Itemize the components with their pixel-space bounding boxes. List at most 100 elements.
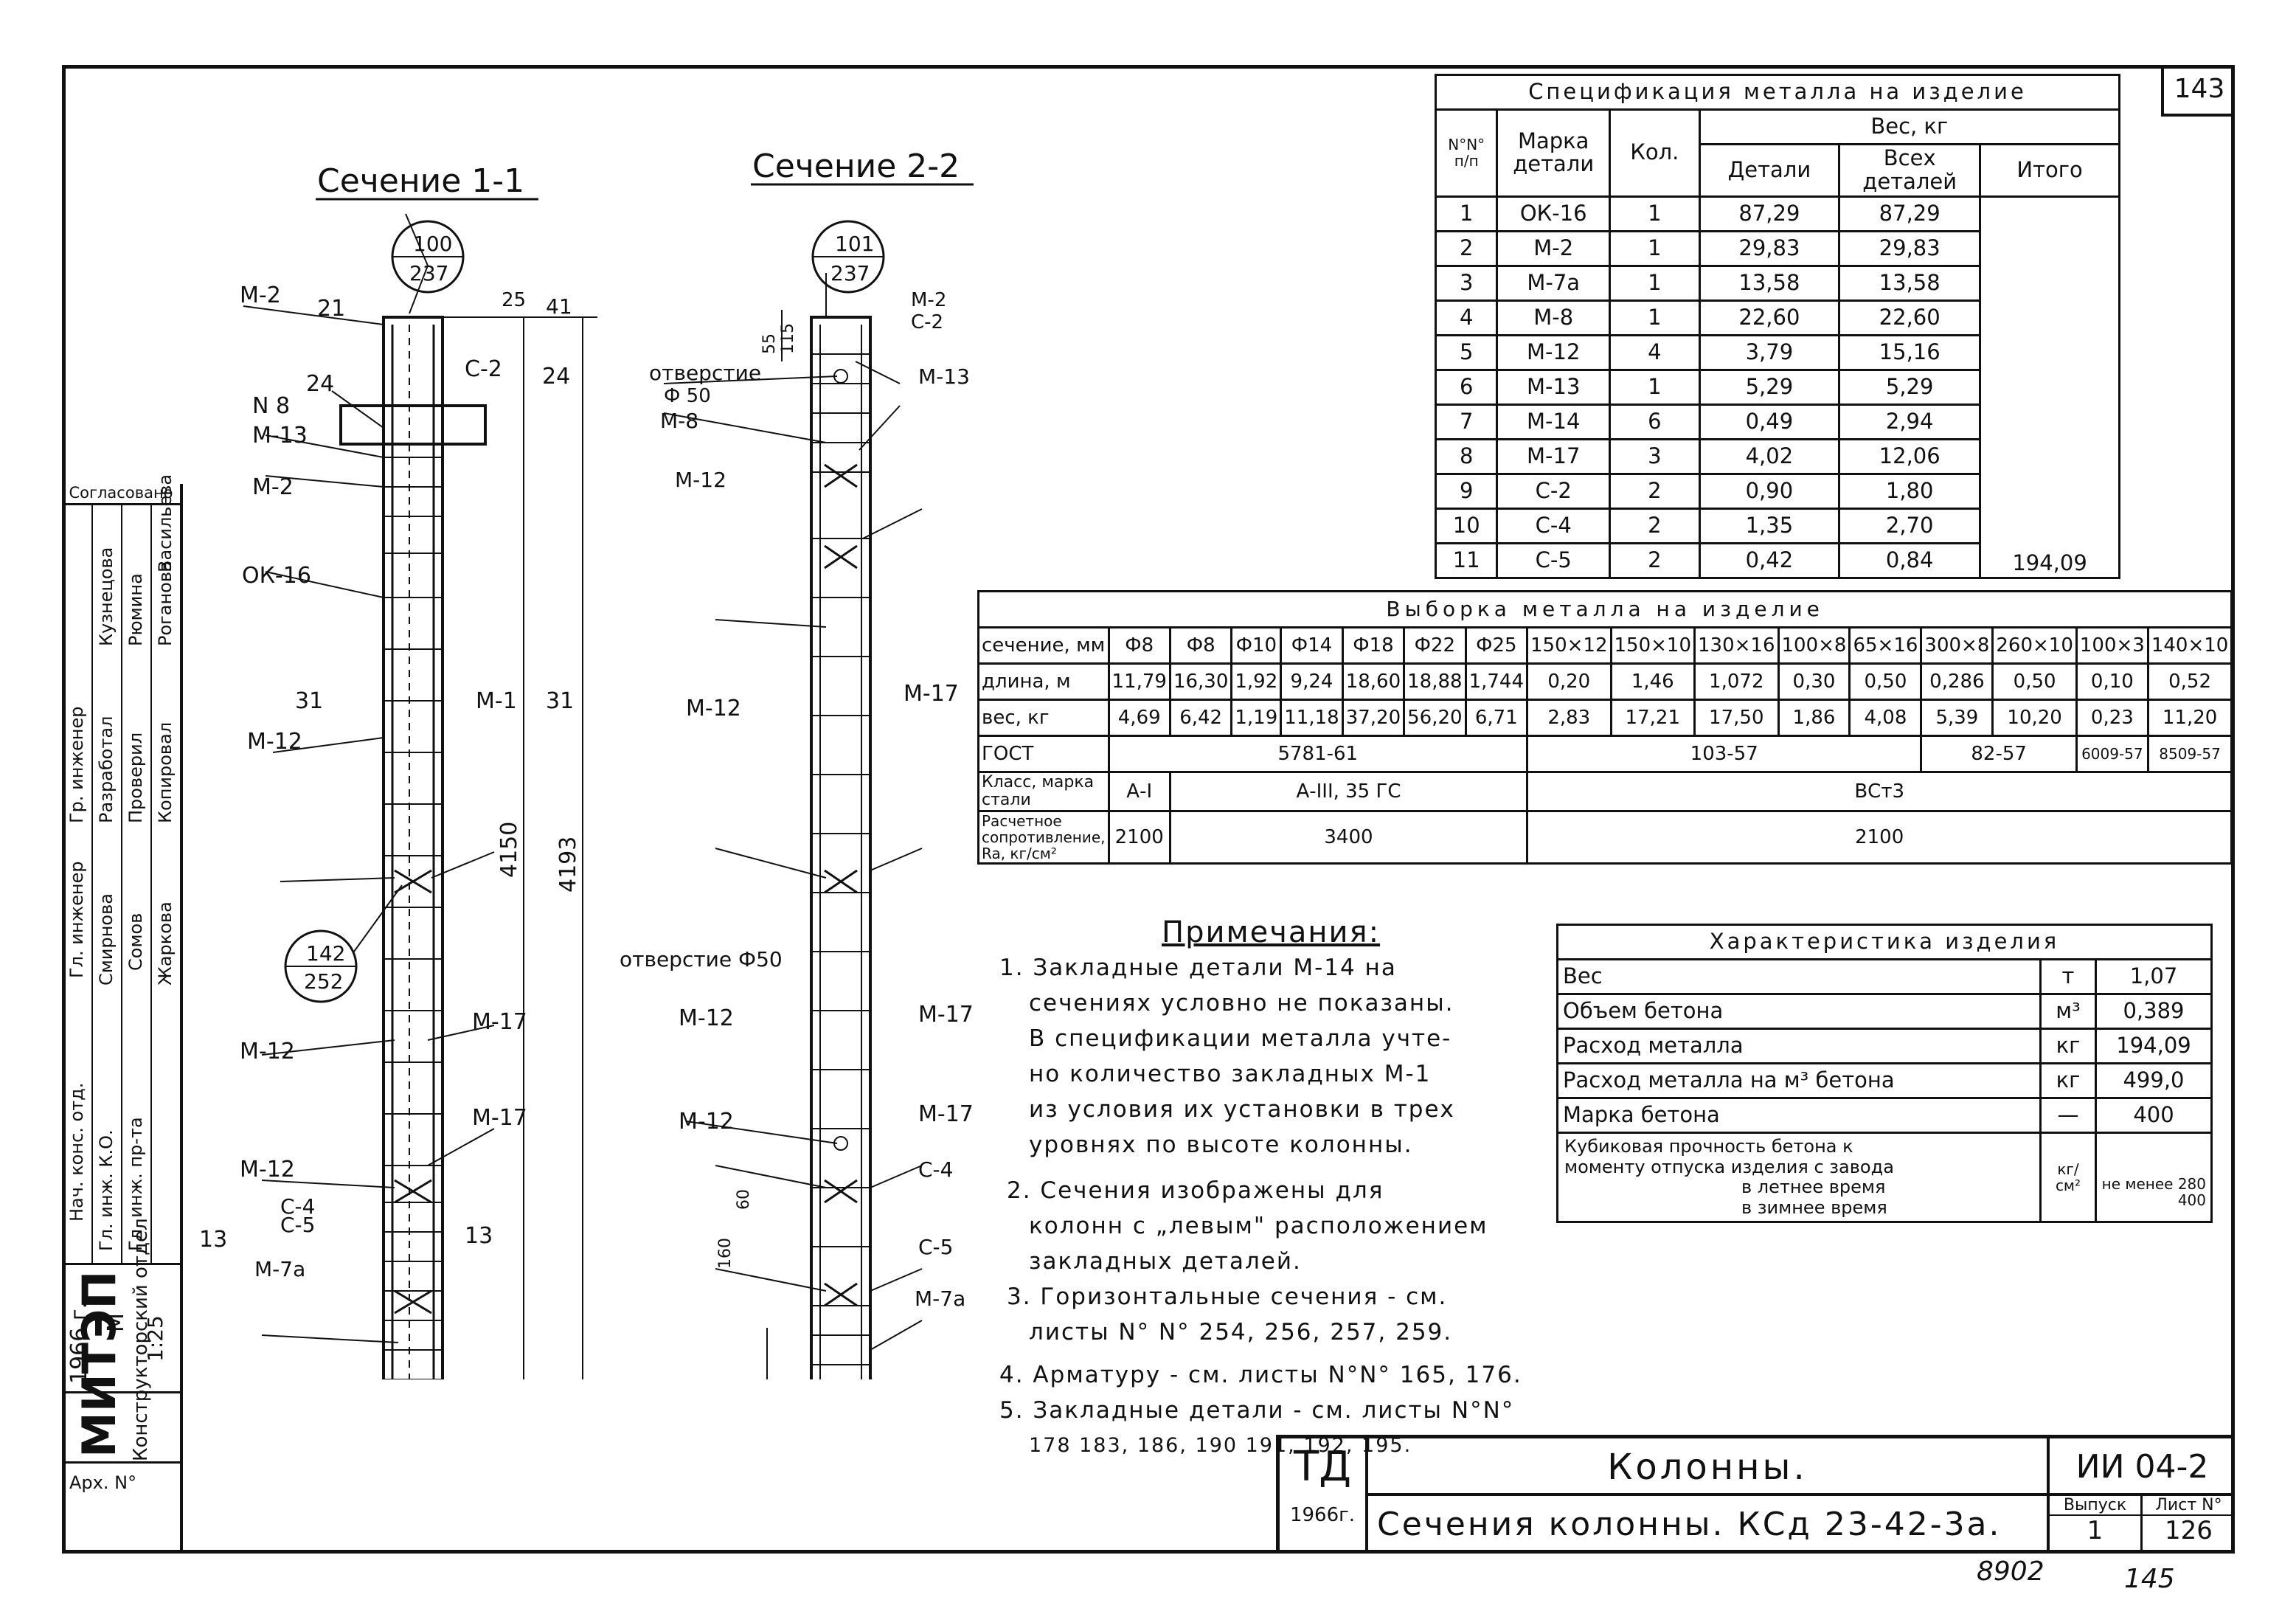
table-cell: Ф8 (1168, 626, 1233, 665)
table-cell: М-12 (1496, 333, 1612, 371)
drawing-frame (62, 65, 2235, 1554)
stamp-org: МИТЭП (72, 1270, 126, 1458)
spec-h-part: Детали (1698, 143, 1841, 198)
table-cell: 7 (1434, 403, 1499, 440)
note-line: 2. Сечения изображены для (1007, 1177, 1384, 1204)
table-cell: 2 (1609, 472, 1701, 510)
table-cell: 11,79 (1107, 662, 1171, 701)
table-cell: 22,60 (1838, 299, 1982, 336)
table-cell: ВСт3 (1526, 770, 2233, 813)
table-cell: 260×10 (1991, 626, 2078, 665)
table-cell: 1 (1609, 264, 1701, 302)
table-cell: 17,21 (1609, 699, 1696, 737)
spec-title: Спецификация металла на изделие (1435, 74, 2120, 111)
s2-label-d160: 160 (716, 1238, 735, 1269)
stamp-role-8: Копировал (155, 721, 176, 823)
table-cell: 1,07 (2095, 958, 2213, 995)
table-cell: 13,58 (1838, 264, 1982, 302)
table-cell: ОК-16 (1496, 195, 1612, 232)
table-cell: ГОСТ (977, 735, 1110, 773)
note-line: колонн с „левым" расположением (1029, 1213, 1488, 1239)
table-cell: М-17 (1496, 437, 1612, 475)
stamp-dept: Конструкторский отдел (130, 1218, 152, 1461)
table-cell: 100×3 (2075, 626, 2149, 665)
s1-label-31a: 31 (295, 688, 323, 714)
s2-label-d55: 55 (760, 333, 779, 354)
table-cell: 4,08 (1848, 699, 1923, 737)
s2-label-phi50: Ф 50 (664, 385, 711, 407)
table-cell: длина, м (977, 662, 1110, 701)
table-cell: 0,50 (1991, 662, 2078, 701)
table-cell: 9,24 (1280, 662, 1344, 701)
table-cell: 0,389 (2095, 993, 2213, 1030)
table-cell: 10,20 (1991, 699, 2078, 737)
s2-label-c4: С-4 (918, 1157, 953, 1182)
stamp-name-6: Сомов (125, 912, 146, 971)
table-cell: Ф14 (1280, 626, 1344, 665)
table-cell: 2,83 (1526, 699, 1612, 737)
table-cell: 0,90 (1698, 472, 1841, 510)
stamp-name-4: Васильева (155, 474, 176, 572)
s1-label-m12a: М-12 (247, 729, 302, 755)
s1-label-d13b: 13 (465, 1223, 493, 1249)
s1-label-c5: С-5 (280, 1213, 315, 1237)
notes: Примечания: 1. Закладные детали М-14 на … (999, 915, 1522, 1464)
table-cell: М-8 (1496, 299, 1612, 336)
s2-label-otv2: отверстие Ф50 (620, 947, 783, 972)
table-cell: 11,20 (2146, 699, 2233, 737)
table-cell: Расход металла (1556, 1028, 2042, 1064)
table-cell: 400 (2095, 1097, 2213, 1134)
table-cell: Вес (1556, 958, 2042, 995)
title-issue: 1 (2087, 1516, 2103, 1545)
table-cell: 5,39 (1920, 699, 1994, 737)
table-cell: 2 (1434, 229, 1499, 267)
footer-number-right: 145 (2124, 1564, 2175, 1594)
note-line: 4. Арматуру - см. листы N°N° 165, 176. (999, 1362, 1522, 1388)
table-cell: 150×12 (1526, 626, 1612, 665)
s1-label-m12c: М-12 (240, 1157, 295, 1182)
vyborka-table: Выборка металла на изделие сечение, мм Ф… (977, 590, 2233, 865)
table-cell: С-4 (1496, 507, 1612, 544)
table-cell: 6 (1434, 368, 1499, 406)
table-cell: 0,52 (2146, 662, 2233, 701)
table-cell: 1 (1609, 368, 1701, 406)
s1-label-d21: 21 (317, 296, 345, 322)
table-cell: 12,06 (1838, 437, 1982, 475)
spec-table: Спецификация металла на изделие N°N° п/п… (1434, 74, 2121, 579)
section2-title: Сечение 2-2 (752, 148, 960, 185)
s1-circle-top-b: 237 (409, 261, 448, 285)
s2-label-m12d: М-12 (679, 1109, 734, 1135)
table-cell: 1,19 (1230, 699, 1283, 737)
title-name1: Колонны. (1368, 1438, 2047, 1496)
table-cell: 5 (1434, 333, 1499, 371)
s2-label-c5: С-5 (918, 1235, 953, 1259)
s2-label-m2: М-2 (911, 289, 946, 311)
title-block: ТД 1966г. Колонны. Сечения колонны. КСд … (1276, 1435, 2235, 1554)
table-cell: 65×16 (1848, 626, 1923, 665)
table-cell: 3400 (1168, 810, 1529, 865)
table-cell: 6009-57 (2075, 735, 2149, 773)
table-cell: 1 (1609, 195, 1701, 232)
table-cell: 4 (1434, 299, 1499, 336)
table-cell: 0,286 (1920, 662, 1994, 701)
title-sheet-label: Лист N° (2143, 1496, 2235, 1516)
table-cell: 2 (1609, 507, 1701, 544)
note-line: из условия их установки в трех (1029, 1096, 1455, 1123)
table-cell: 0,20 (1526, 662, 1612, 701)
note-line: уровнях по высоте колонны. (1029, 1132, 1413, 1158)
table-cell: 3 (1609, 437, 1701, 475)
stamp-name-3: Роганова (155, 561, 176, 646)
title-issue-label: Выпуск (2050, 1496, 2140, 1516)
stamp-name-7: Жаркова (155, 901, 176, 986)
table-cell: 400 (2177, 1191, 2206, 1210)
table-cell: М-13 (1496, 368, 1612, 406)
sheet-corner-number: 143 (2161, 65, 2235, 117)
stamp-arch: Арх. N° (69, 1472, 137, 1493)
